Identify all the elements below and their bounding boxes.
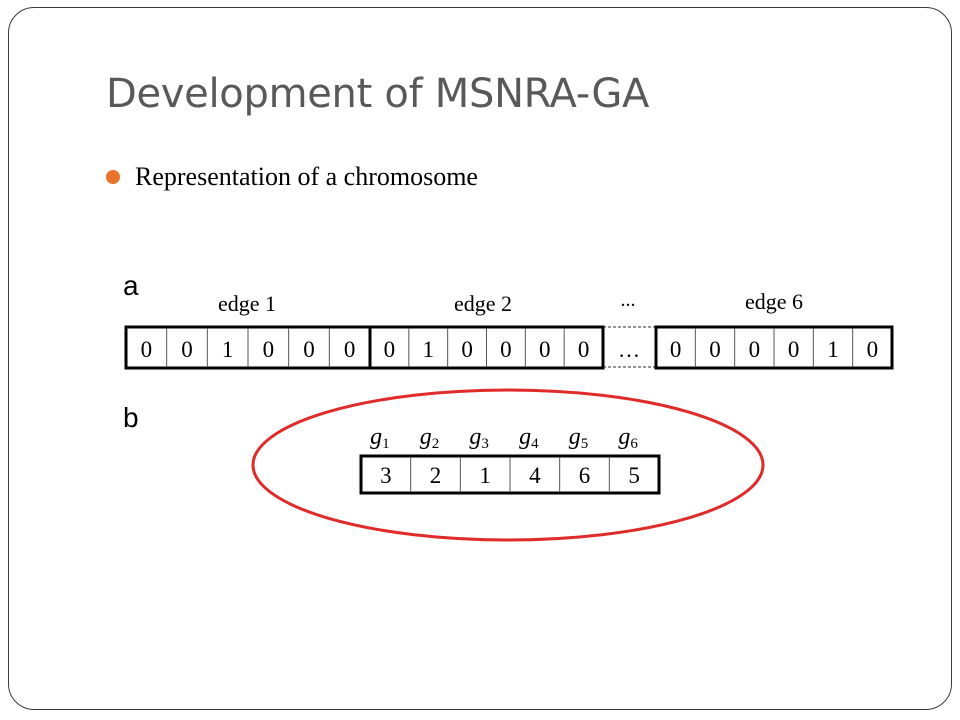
gene-label: g1 <box>370 424 390 452</box>
gap-label: ... <box>621 289 636 311</box>
edge-2-cells: 0 1 0 0 0 0 <box>368 325 605 370</box>
gene-labels: g1 g2 g3 g4 g5 g6 <box>370 424 638 452</box>
bit-cell: 1 <box>222 337 234 362</box>
bit-cell: 0 <box>867 337 879 362</box>
bit-cell: 0 <box>141 337 153 362</box>
bit-cell: 0 <box>384 337 396 362</box>
gene-label: g6 <box>618 424 638 452</box>
bullet-text: Representation of a chromosome <box>135 162 478 191</box>
edge-6-cells: 0 0 0 0 1 0 <box>654 325 894 370</box>
panel-b-label: b <box>123 402 139 433</box>
edge-1-cells: 0 0 1 0 0 0 <box>124 325 372 370</box>
gap-cell: … <box>618 337 640 362</box>
bit-cell: 0 <box>709 337 721 362</box>
gene-label: g2 <box>420 424 440 452</box>
bit-cell: 0 <box>539 337 551 362</box>
gene-cells: 3 2 1 4 6 5 <box>359 454 661 495</box>
edge-block-frame <box>654 325 894 370</box>
bit-cell: 1 <box>827 337 839 362</box>
bit-cell: 0 <box>749 337 761 362</box>
gene-label: g5 <box>569 424 589 452</box>
gene-value-cell: 2 <box>430 463 442 488</box>
bit-cell: 1 <box>423 337 435 362</box>
slide-frame <box>8 7 952 710</box>
bit-cell: 0 <box>461 337 473 362</box>
gene-value-cell: 1 <box>479 463 491 488</box>
highlight-ellipse <box>251 388 765 542</box>
bullet-dot-icon <box>106 170 120 184</box>
edge-label-2: edge 2 <box>454 291 512 316</box>
bit-cell: 0 <box>578 337 590 362</box>
gene-label: g3 <box>469 424 489 452</box>
panel-a-label: a <box>123 270 139 301</box>
edge-block-frame <box>368 325 605 370</box>
gene-value-cell: 4 <box>529 463 541 488</box>
bit-cell: 0 <box>303 337 315 362</box>
bit-cell: 0 <box>263 337 275 362</box>
gene-block-frame <box>359 454 661 495</box>
gene-value-cell: 5 <box>628 463 640 488</box>
gene-value-cell: 3 <box>380 463 392 488</box>
slide-title: Development of MSNRA-GA <box>106 71 650 117</box>
gene-value-cell: 6 <box>579 463 591 488</box>
bit-cell: 0 <box>788 337 800 362</box>
bit-cell: 0 <box>181 337 193 362</box>
edge-label-1: edge 1 <box>218 291 276 316</box>
bit-cell: 0 <box>670 337 682 362</box>
bit-cell: 0 <box>500 337 512 362</box>
edge-label-6: edge 6 <box>745 289 803 314</box>
bit-cell: 0 <box>344 337 356 362</box>
gene-label: g4 <box>519 424 539 452</box>
